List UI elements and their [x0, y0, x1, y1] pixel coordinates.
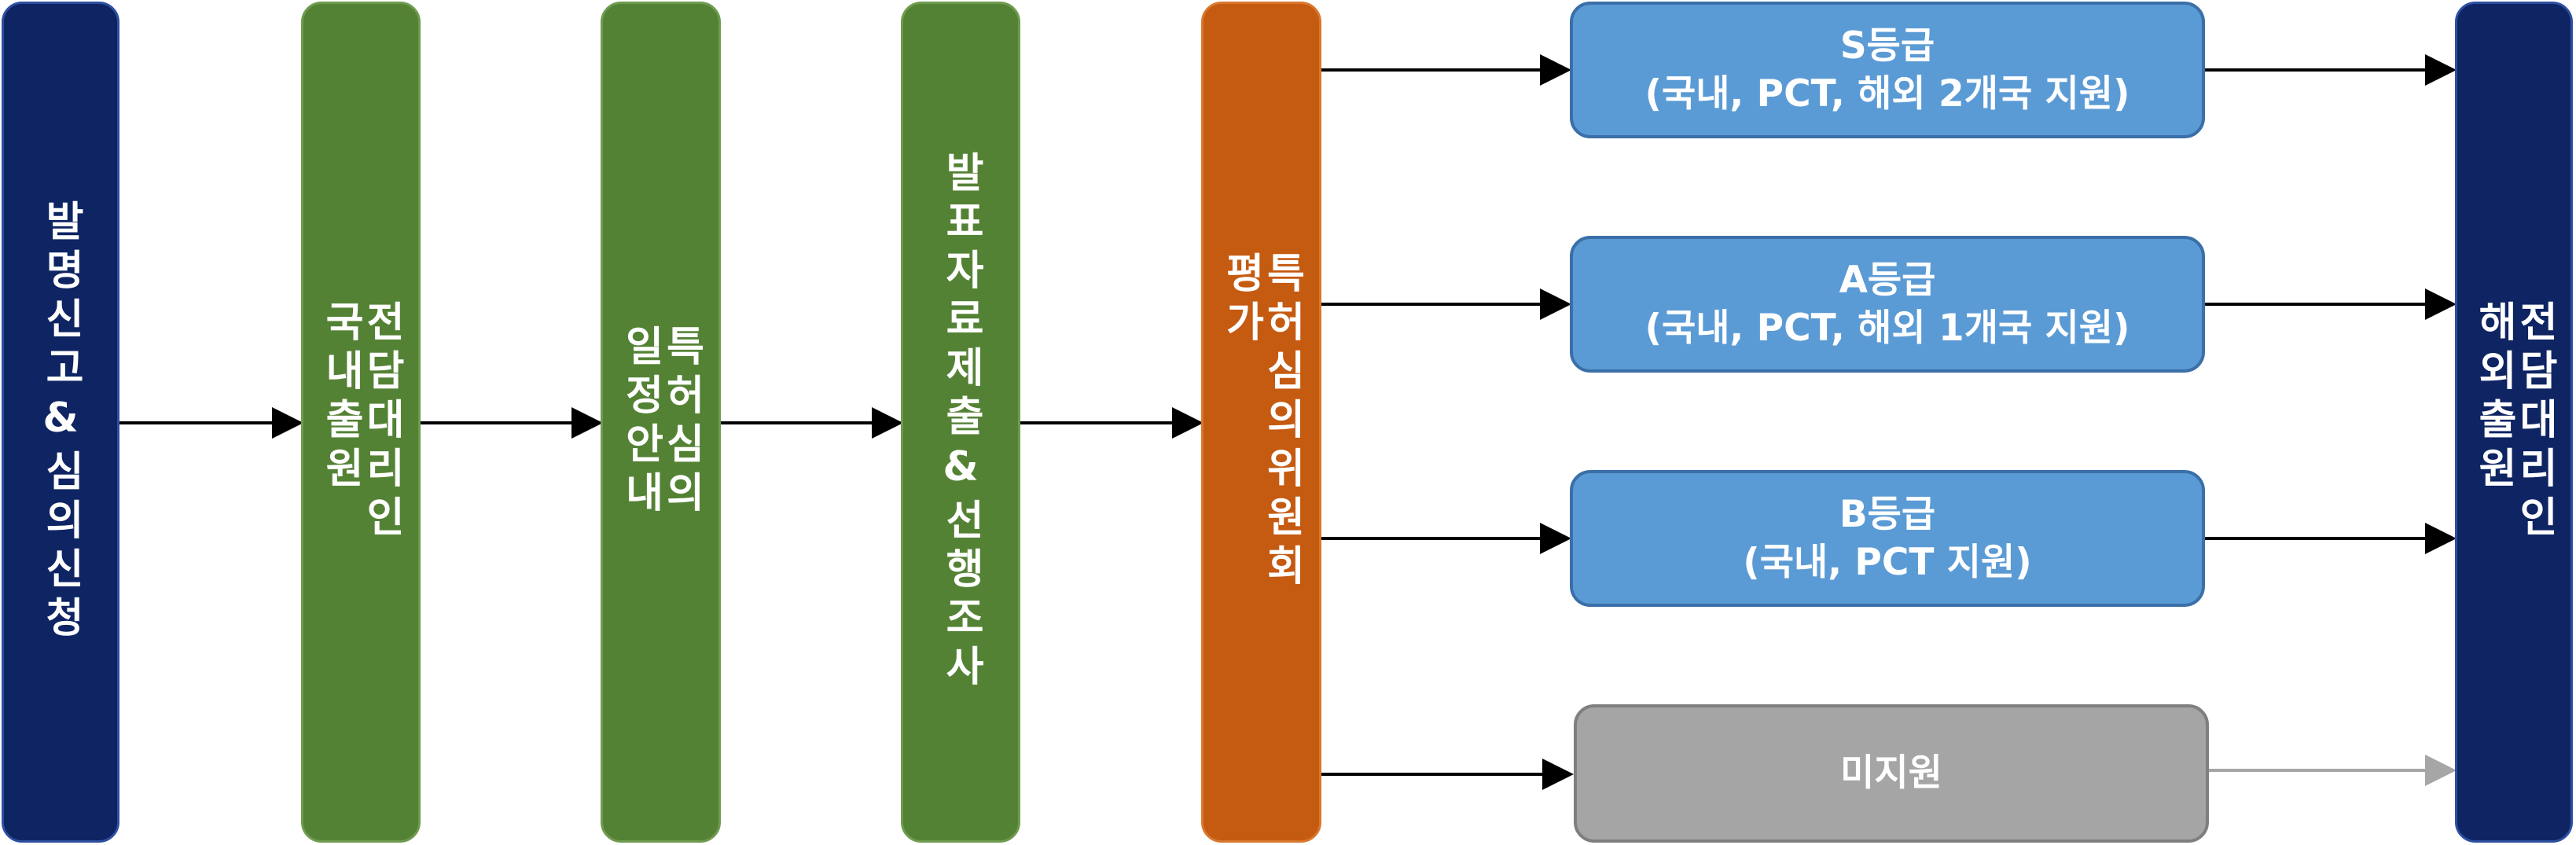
- step-schedule-notice-label: 특허심의 일정안내: [616, 325, 705, 520]
- grade-none-title: 미지원: [1840, 751, 1942, 795]
- step-overseas-filing: 전담대리인 해외출원: [2455, 2, 2573, 843]
- grade-none-box: 미지원: [1574, 704, 2209, 843]
- step-domestic-filing: 전담대리인 국내출원: [301, 2, 421, 843]
- step-invention-report-label: 발명신고&심의신청: [37, 200, 84, 645]
- grade-s-box: S등급 (국내, PCT, 해외 2개국 지원): [1570, 2, 2205, 138]
- step-materials-search: 발표자료제출&선행조사: [901, 2, 1020, 843]
- step-schedule-notice: 특허심의 일정안내: [601, 2, 721, 843]
- step-domestic-filing-label: 전담대리인 국내출원: [317, 300, 405, 544]
- step-materials-search-label: 발표자료제출&선행조사: [937, 151, 984, 693]
- step-overseas-filing-label: 전담대리인 해외출원: [2470, 300, 2558, 544]
- grade-b-title: B등급: [1839, 492, 1936, 536]
- grade-b-box: B등급 (국내, PCT 지원): [1570, 470, 2205, 607]
- grade-s-detail: (국내, PCT, 해외 2개국 지원): [1644, 72, 2130, 116]
- grade-a-detail: (국내, PCT, 해외 1개국 지원): [1644, 307, 2130, 350]
- grade-b-detail: (국내, PCT 지원): [1743, 541, 2032, 584]
- grade-a-box: A등급 (국내, PCT, 해외 1개국 지원): [1570, 236, 2205, 373]
- step-committee-eval-label: 특허심의위원회 평가: [1217, 252, 1306, 593]
- grade-s-title: S등급: [1839, 24, 1935, 68]
- grade-a-title: A등급: [1839, 258, 1936, 302]
- step-committee-eval: 특허심의위원회 평가: [1201, 2, 1321, 843]
- step-invention-report: 발명신고&심의신청: [2, 2, 119, 843]
